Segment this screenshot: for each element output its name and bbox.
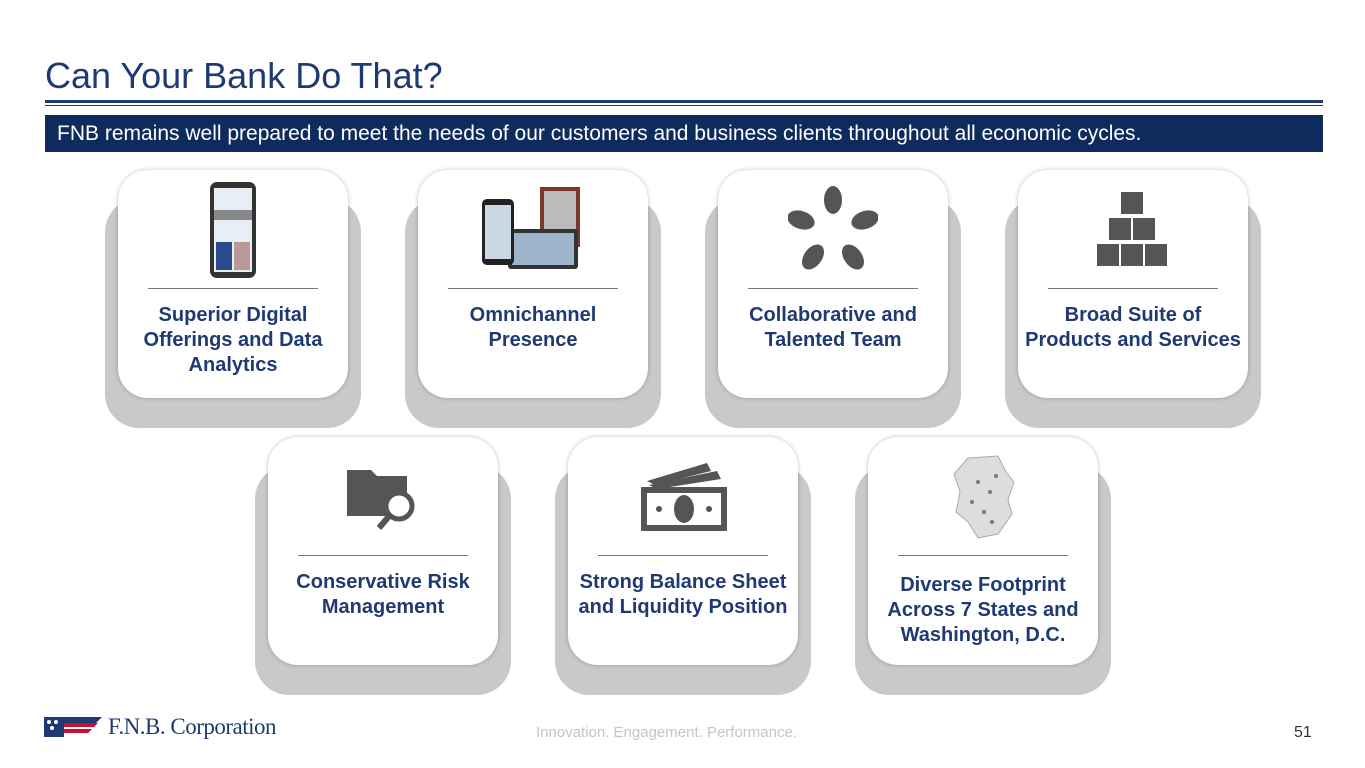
money-bills-icon [568, 445, 798, 549]
card-label: Superior Digital Offerings and Data Anal… [143, 304, 323, 376]
fnb-logo: F.N.B. Corporation [44, 714, 277, 740]
banner: FNB remains well prepared to meet the ne… [45, 115, 1323, 152]
card-label: Collaborative and Talented Team [749, 304, 917, 351]
tagline: Innovation. Engagement. Performance. [536, 724, 797, 741]
devices-icon [418, 178, 648, 282]
card-label: Strong Balance Sheet and Liquidity Posit… [578, 571, 788, 618]
card-risk: Conservative Risk Management [255, 437, 511, 695]
folder-search-icon [268, 445, 498, 549]
card-team: Collaborative and Talented Team [705, 170, 961, 428]
card-label: Broad Suite of Products and Services [1025, 304, 1241, 351]
stacked-boxes-icon [1018, 178, 1248, 282]
page-number: 51 [1294, 724, 1312, 741]
page-title: Can Your Bank Do That? [45, 55, 443, 96]
card-footprint: Diverse Footprint Across 7 States and Wa… [855, 437, 1111, 695]
card-label: Diverse Footprint Across 7 States and Wa… [887, 574, 1079, 646]
card-digital: Superior Digital Offerings and Data Anal… [105, 170, 361, 428]
card-products: Broad Suite of Products and Services [1005, 170, 1261, 428]
hands-circle-icon [718, 178, 948, 282]
card-balance: Strong Balance Sheet and Liquidity Posit… [555, 437, 811, 695]
mobile-phone-icon [118, 178, 348, 282]
card-label: Conservative Risk Management [296, 571, 470, 618]
title-rule-thin [45, 105, 1323, 106]
logo-text: F.N.B. Corporation [108, 714, 277, 739]
card-omnichannel: Omnichannel Presence [405, 170, 661, 428]
footprint-map-icon [868, 445, 1098, 549]
flag-logo-icon [44, 717, 102, 737]
card-label: Omnichannel Presence [469, 304, 597, 351]
title-rule [45, 100, 1323, 103]
